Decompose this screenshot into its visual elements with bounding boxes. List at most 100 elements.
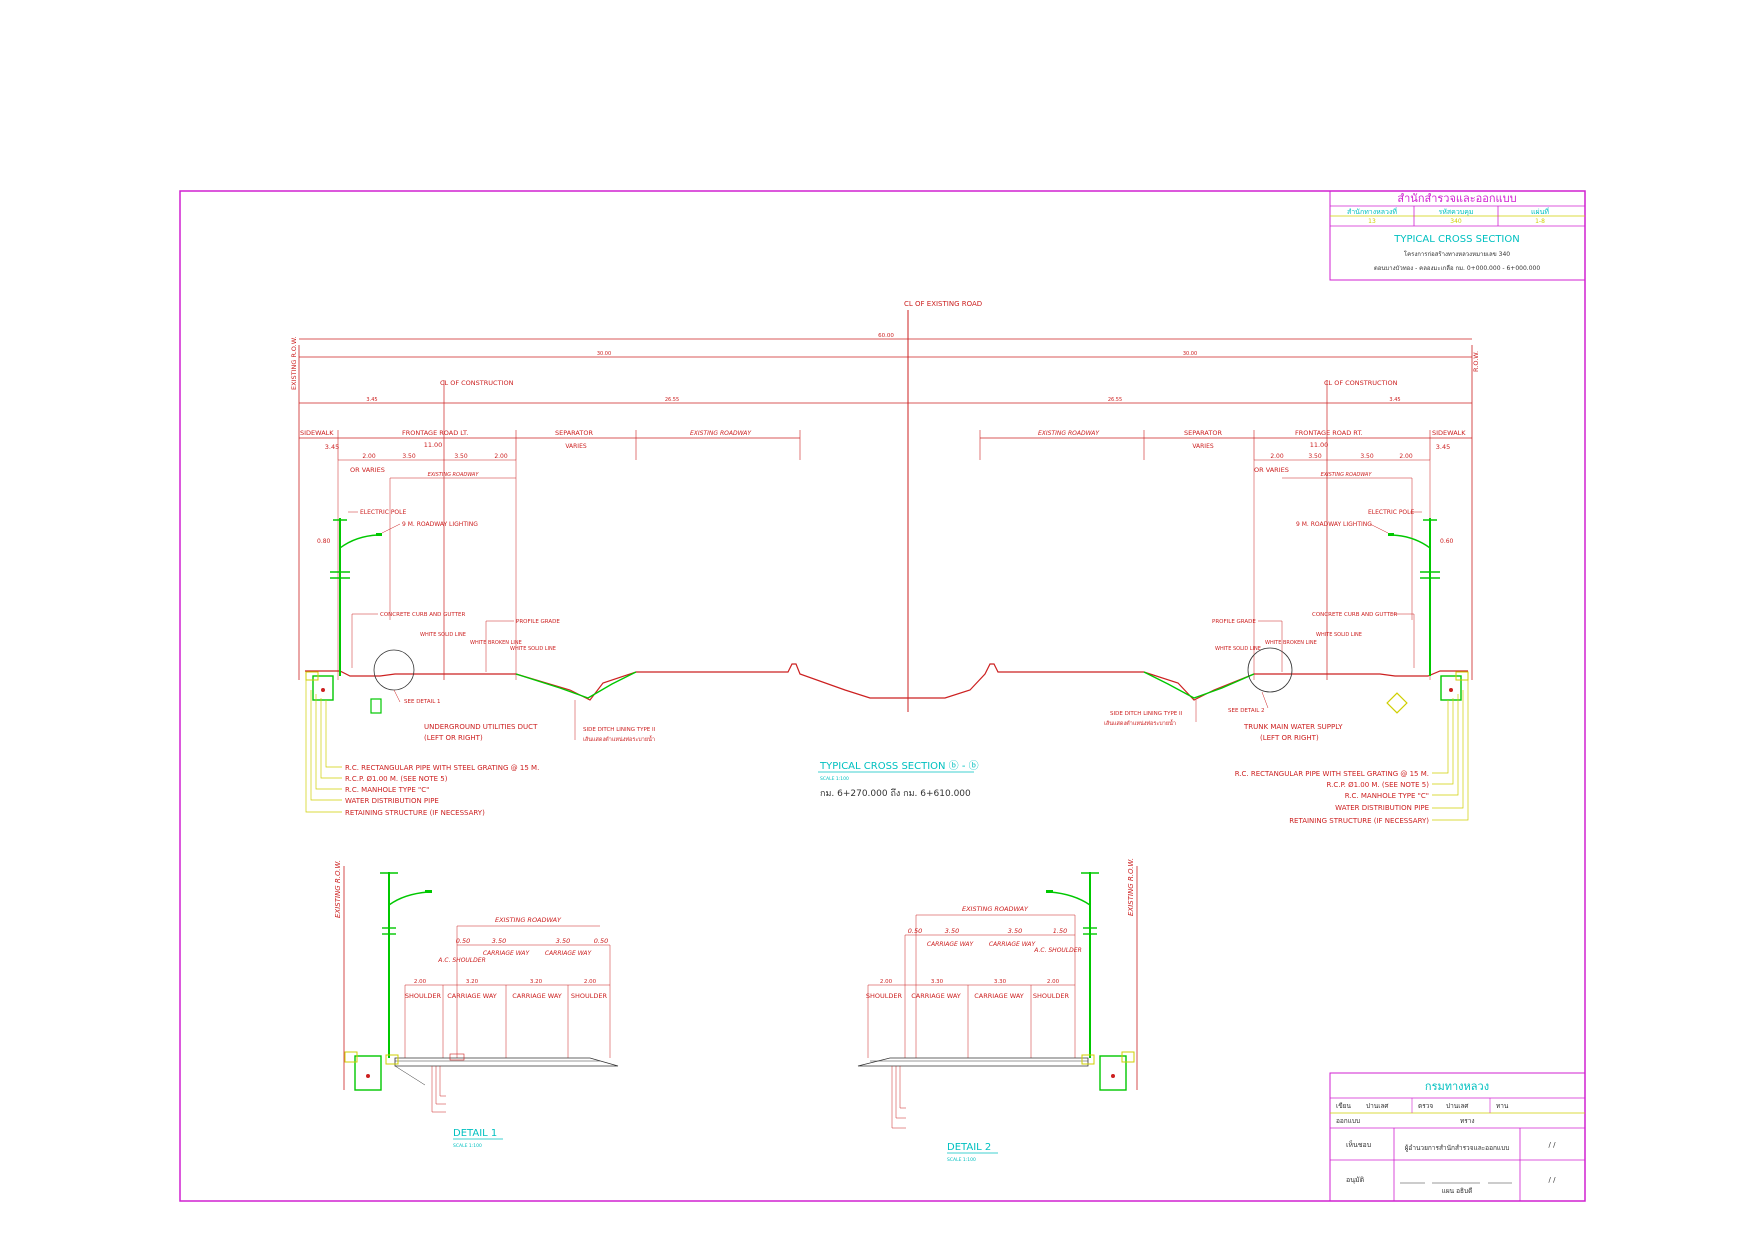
left-label-existing: EXISTING ROADWAY <box>690 430 752 437</box>
title-value-3: 1-8 <box>1535 218 1545 225</box>
dept-name: กรมทางหลวง <box>1425 1080 1489 1093</box>
electric-pole-right: ELECTRIC POLE <box>1368 509 1414 516</box>
see-detail-2: SEE DETAIL 2 <box>1228 708 1265 714</box>
project-name: โครงการก่อสร้างทางหลวงหมายเลข 340 <box>1404 250 1510 258</box>
white-broken-right: WHITE BROKEN LINE <box>1265 640 1317 646</box>
note-right-2: R.C.P. Ø1.00 M. (SEE NOTE 5) <box>1327 781 1430 789</box>
detail-2: EXISTING R.O.W. EXISTING ROADWAY 0.50 3.… <box>857 858 1138 1163</box>
right-label-separator: SEPARATOR <box>1184 429 1222 437</box>
left-dim-a: 2.00 <box>362 453 376 460</box>
left-dim-frontage: 11.00 <box>424 441 443 449</box>
white-solid-left: WHITE SOLID LINE <box>420 632 466 638</box>
concrete-curb-right: CONCRETE CURB AND GUTTER <box>1312 612 1397 618</box>
right-dim-b: 3.50 <box>1308 453 1322 460</box>
right-lane-surface <box>1143 671 1255 699</box>
offset-right: 0.60 <box>1440 538 1454 545</box>
note-right-1: R.C. RECTANGULAR PIPE WITH STEEL GRATING… <box>1235 770 1429 778</box>
detail2-bottom-dim-2: 3.30 <box>931 979 944 985</box>
main-cross-section: CL OF EXISTING ROAD EXISTING R.O.W. R.O.… <box>290 300 1480 825</box>
utilities-left-2: (LEFT OR RIGHT) <box>424 734 483 742</box>
left-construction-cl: CL OF CONSTRUCTION <box>440 379 514 387</box>
right-dim-d: 2.00 <box>1399 453 1413 460</box>
right-construction-cl: CL OF CONSTRUCTION <box>1324 379 1398 387</box>
road-profile <box>305 663 1468 701</box>
detail2-top-dim-1: 0.50 <box>908 927 922 935</box>
sheet-title: TYPICAL CROSS SECTION <box>1393 234 1520 245</box>
detail2-bottom-label-3: CARRIAGE WAY <box>974 992 1023 1000</box>
station-range: กม. 6+270.000 ถึง กม. 6+610.000 <box>820 788 971 799</box>
detail2-bottom-dim-3: 3.30 <box>994 979 1007 985</box>
left-dim-d: 2.00 <box>494 453 508 460</box>
utilities-duct <box>370 698 382 714</box>
detail1-top-label-2: CARRIAGE WAY <box>483 950 531 957</box>
note-left-2: R.C.P. Ø1.00 M. (SEE NOTE 5) <box>345 775 448 783</box>
section-title: TYPICAL CROSS SECTION ⓑ - ⓑ <box>819 760 979 772</box>
right-dim-varies: VARIES <box>1192 443 1214 450</box>
detail2-bottom-dim-1: 2.00 <box>880 979 893 985</box>
approval-block: กรมทางหลวง เขียน ปานเลศ ตรวจ ปานเลศ ทาน … <box>1329 1072 1586 1202</box>
side-ditch-left: SIDE DITCH LINING TYPE II <box>583 727 656 733</box>
side-ditch-th-right: เส้นแสดงตำแหน่งท่อระบายน้ำ <box>1104 719 1176 727</box>
right-dim-a: 2.00 <box>1270 453 1284 460</box>
title-header-2: รหัสควบคุม <box>1439 208 1474 216</box>
detail1-scale: SCALE 1:100 <box>453 1143 482 1149</box>
detail2-top-dim-3: 3.50 <box>1008 927 1022 935</box>
right-label-frontage: FRONTAGE ROAD RT. <box>1295 429 1363 437</box>
detail1-row: EXISTING R.O.W. <box>334 860 342 918</box>
design-check-label: ทราง <box>1460 1117 1475 1125</box>
detail1-top-dim-2: 3.50 <box>492 937 506 945</box>
left-dim-or-varies: OR VARIES <box>350 466 385 474</box>
left-lane-surface <box>515 671 637 699</box>
segment-name: ตอนบางบัวทอง - คลองมะเกลือ กม. 0+000.000… <box>1374 264 1541 272</box>
left-dim-c: 3.50 <box>454 453 468 460</box>
authorize-name: แผน อธิบดี <box>1442 1187 1473 1195</box>
detail1-top-dim-1: 0.50 <box>456 937 470 945</box>
detail1-bottom-label-4: SHOULDER <box>571 992 608 1000</box>
half-width-right: 30.00 <box>1183 351 1197 357</box>
left-seg-1: 3.45 <box>366 397 377 403</box>
detail1-top-dim-4: 0.50 <box>594 937 608 945</box>
right-lighting-pole <box>1388 518 1440 676</box>
detail1-top-label-3: CARRIAGE WAY <box>545 950 593 957</box>
checked-by: ปานเลศ <box>1446 1102 1469 1110</box>
profile-grade-right: PROFILE GRADE <box>1212 619 1256 625</box>
right-dim-sidewalk: 3.45 <box>1436 443 1450 451</box>
detail2-bottom-label-1: SHOULDER <box>866 992 903 1000</box>
existing-road-cl-label: CL OF EXISTING ROAD <box>904 300 982 308</box>
title-value-1: 13 <box>1368 218 1376 225</box>
detail2-top-label-2: CARRIAGE WAY <box>989 941 1037 948</box>
approve-label: เห็นชอบ <box>1346 1140 1371 1149</box>
section-scale: SCALE 1:100 <box>820 776 849 782</box>
white-broken-left: WHITE BROKEN LINE <box>470 640 522 646</box>
electric-pole-left: ELECTRIC POLE <box>360 509 406 516</box>
detail1-bottom-dim-3: 3.20 <box>530 979 543 985</box>
note-left-1: R.C. RECTANGULAR PIPE WITH STEEL GRATING… <box>345 764 539 772</box>
reviewed-label: ทาน <box>1496 1102 1509 1110</box>
title-block: สำนักสำรวจและออกแบบ สำนักทางหลวงที่ รหัส… <box>1329 190 1586 281</box>
white-solid-left-2: WHITE SOLID LINE <box>510 646 556 652</box>
detail1-bottom-label-2: CARRIAGE WAY <box>447 992 496 1000</box>
left-dim-b: 3.50 <box>402 453 416 460</box>
authorize-label: อนุมัติ <box>1346 1176 1365 1184</box>
authorize-date: / / <box>1549 1176 1557 1184</box>
detail1-bottom-dim-2: 3.20 <box>466 979 479 985</box>
design-label: ออกแบบ <box>1336 1117 1360 1125</box>
utilities-left-1: UNDERGROUND UTILITIES DUCT <box>424 723 538 731</box>
detail2-bottom-dim-4: 2.00 <box>1047 979 1060 985</box>
detail-2-marker <box>1247 647 1293 693</box>
detail2-title: DETAIL 2 <box>947 1142 991 1153</box>
side-ditch-right: SIDE DITCH LINING TYPE II <box>1110 711 1183 717</box>
detail1-title: DETAIL 1 <box>453 1128 497 1139</box>
note-right-5: RETAINING STRUCTURE (IF NECESSARY) <box>1289 817 1429 825</box>
see-detail-1: SEE DETAIL 1 <box>404 699 441 705</box>
profile-grade-left: PROFILE GRADE <box>516 619 560 625</box>
detail1-bottom-label-1: SHOULDER <box>405 992 442 1000</box>
detail2-row: EXISTING R.O.W. <box>1127 858 1135 916</box>
row-right-label: R.O.W. <box>1472 351 1480 372</box>
left-dim-varies: VARIES <box>565 443 587 450</box>
right-seg-1: 26.55 <box>1108 397 1122 403</box>
detail1-top-dim-3: 3.50 <box>556 937 570 945</box>
side-ditch-th-left: เส้นแสดงตำแหน่งท่อระบายน้ำ <box>583 735 655 743</box>
detail1-bottom-label-3: CARRIAGE WAY <box>512 992 561 1000</box>
right-dim-or-varies: OR VARIES <box>1254 466 1289 474</box>
